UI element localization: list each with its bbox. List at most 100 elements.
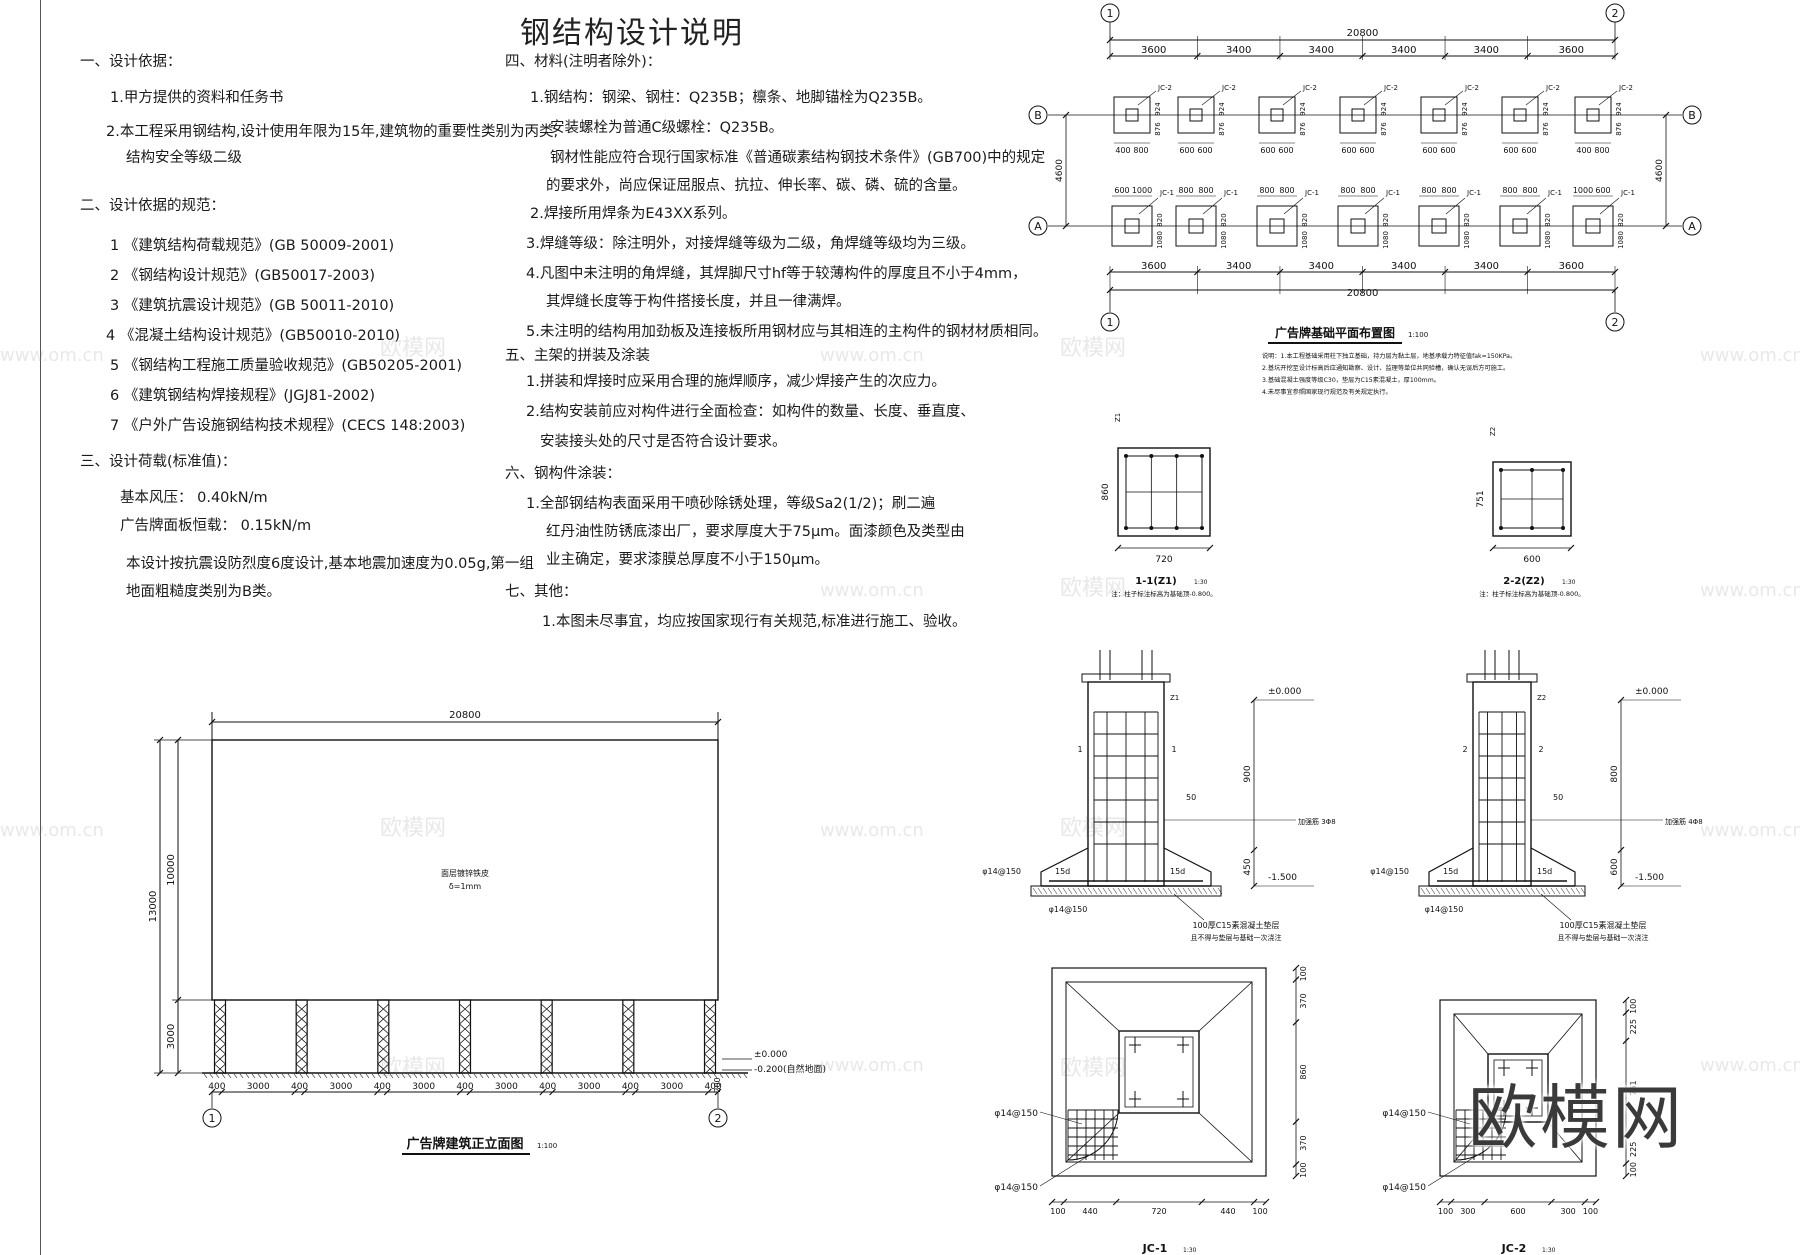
- rebar-dot: [1200, 454, 1204, 458]
- rebar-dot: [1561, 526, 1565, 530]
- axis-bubble-2: [708, 1108, 728, 1128]
- note-left-line: 1.甲方提供的资料和任务书: [110, 90, 284, 106]
- pad-hatch: [1117, 887, 1123, 895]
- plan-hdim-text: 100: [1583, 1207, 1598, 1216]
- leader: [1598, 90, 1618, 106]
- column-stub: [1125, 108, 1139, 122]
- pad-hatch: [1162, 887, 1168, 895]
- column-stub: [1188, 218, 1204, 234]
- footing-dim-text: 600: [1179, 146, 1194, 155]
- footing-dim-text: 800: [1340, 186, 1355, 195]
- leader: [1427, 1111, 1471, 1125]
- footing-label-JC-1: JC-1: [1304, 189, 1319, 197]
- ground-hatch: [413, 1073, 418, 1079]
- foundation-label: JC-1: [1142, 1242, 1168, 1255]
- column-stub: [1585, 218, 1601, 234]
- column-lacing: [704, 1033, 716, 1045]
- footing-JC-1: [1418, 205, 1460, 247]
- elev-span-dim: 400: [622, 1082, 639, 1092]
- ground-hatch: [371, 1073, 376, 1079]
- plan-depth-left: 4600: [1055, 159, 1065, 182]
- plan-vdim-text: 225: [1629, 1142, 1638, 1157]
- pad-hatch: [1560, 887, 1566, 895]
- elev-span-dim: 3000: [247, 1082, 270, 1092]
- ground-hatch: [641, 1073, 646, 1079]
- elev-rebar-label: φ14@150: [982, 867, 1021, 876]
- dim-tick: [549, 1088, 557, 1096]
- column-lacing: [622, 1023, 635, 1035]
- plan-span-dim: 3400: [1226, 261, 1251, 272]
- ground-hatch: [563, 1073, 568, 1079]
- footing-label-JC-2: JC-2: [1221, 84, 1236, 92]
- section-label: 2-2(Z2): [1503, 576, 1544, 587]
- elev-dim-top: 10000: [166, 854, 177, 886]
- ground-hatch: [419, 1073, 424, 1079]
- column-lacing: [704, 1023, 716, 1035]
- ground-hatch: [407, 1073, 412, 1079]
- pad-hatch: [1062, 887, 1068, 895]
- axis-label-1: 1: [209, 1112, 216, 1125]
- dim-tick: [1622, 1037, 1630, 1045]
- note-right-line: 的要求外，尚应保证屈服点、抗拉、伸长率、碳、磷、硫的含量。: [546, 178, 967, 194]
- ground-hatch: [239, 1073, 244, 1079]
- section-width: 600: [1523, 555, 1540, 565]
- ground-hatch: [203, 1073, 208, 1079]
- leader: [1039, 1155, 1089, 1187]
- pad-hatch: [1455, 887, 1461, 895]
- ground-hatch: [719, 1073, 724, 1079]
- plan-vdim-text: 100: [1629, 1162, 1638, 1177]
- plan-vdim-text: 100: [1299, 1163, 1308, 1178]
- ground-hatch: [287, 1073, 292, 1079]
- plan-vdim-text: 100: [1629, 999, 1638, 1014]
- footing-vdim-text: 924: [1461, 102, 1469, 116]
- footing-vdim-text: 1080: [1544, 231, 1552, 249]
- footing-vdim-text: 820: [1220, 213, 1228, 226]
- ground-hatch: [629, 1073, 634, 1079]
- ground-hatch: [425, 1073, 430, 1079]
- dim-tick: [456, 1088, 464, 1096]
- ground-hatch: [713, 1073, 718, 1079]
- dim-tick: [1622, 1172, 1630, 1180]
- footing-vdim-text: 876: [1542, 122, 1550, 136]
- dim-tick: [1662, 111, 1670, 119]
- footing-dim-text: 800: [1133, 146, 1148, 155]
- ground-hatch: [227, 1073, 232, 1079]
- pad-hatch: [1122, 887, 1128, 895]
- break-arc: [1067, 1109, 1119, 1161]
- footing-vdim-text: 924: [1154, 102, 1162, 116]
- elev-h2: 450: [1243, 858, 1253, 875]
- pad-hatch: [1580, 887, 1586, 895]
- ground-hatch: [659, 1073, 664, 1079]
- axis-bubble-1: [202, 1108, 222, 1128]
- dim-tick: [1436, 1198, 1444, 1206]
- dim-tick: [1062, 111, 1070, 119]
- leader: [1599, 197, 1620, 215]
- dim-tick: [383, 1088, 391, 1096]
- note-left-line: 6 《建筑钢结构焊接规程》(JGJ81-2002): [110, 388, 376, 404]
- ground-hatch: [557, 1073, 562, 1079]
- footing-dim-text: 800: [1522, 186, 1537, 195]
- section-note: 注：柱子标注标高为基础顶-0.800。: [1111, 589, 1216, 598]
- dim-tick: [1198, 1198, 1206, 1206]
- level-bottom: -1.500: [1268, 873, 1297, 883]
- pad-hatch: [1132, 887, 1138, 895]
- leader: [1283, 197, 1304, 215]
- ground-hatch: [473, 1073, 478, 1079]
- ground-hatch: [461, 1073, 466, 1079]
- pad-hatch: [1435, 887, 1441, 895]
- plan-axis-2-top: 2: [1612, 7, 1619, 20]
- ground-hatch: [359, 1073, 364, 1079]
- pad-hatch: [1092, 887, 1098, 895]
- note-right-line: 六、钢构件涂装：: [505, 466, 621, 482]
- dim-tick: [539, 1088, 547, 1096]
- column-lacing: [214, 1013, 226, 1025]
- plan-vdim-text: 370: [1299, 1135, 1308, 1150]
- axis-bubble-2: [1605, 312, 1625, 332]
- note-left-line: 本设计按抗震设防烈度6度设计,基本地震加速度为0.05g,第一组: [126, 556, 534, 572]
- column-lacing: [214, 1053, 226, 1065]
- column-lacing: [704, 1003, 716, 1015]
- ground-hatch: [233, 1073, 238, 1079]
- ground-hatch: [215, 1073, 220, 1079]
- pad-hatch: [1510, 887, 1516, 895]
- pad-hatch: [1167, 887, 1173, 895]
